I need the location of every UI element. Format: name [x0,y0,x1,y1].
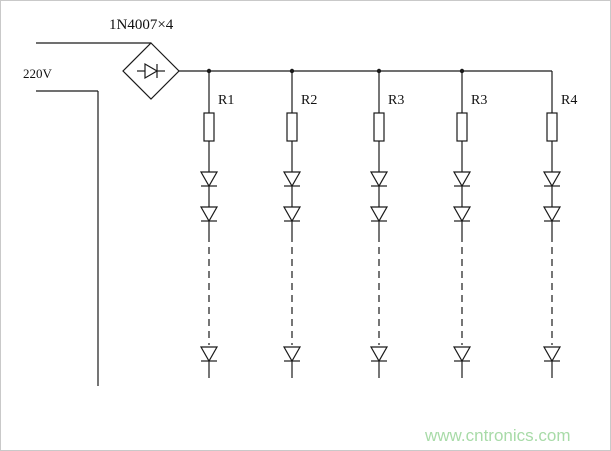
led-diode-icon [542,171,562,188]
ac-input: 220V [23,42,151,386]
resistor-label: R3 [471,93,487,108]
branch-r1: R1 [199,68,234,378]
branch-r2: R2 [282,68,317,378]
resistor [203,112,215,142]
watermark: www.cntronics.com [424,426,570,445]
led-diode-icon [452,206,472,223]
led-diode-icon [542,346,562,363]
resistor [546,112,558,142]
led-diode-icon [282,171,302,188]
led-diode-icon [199,346,219,363]
led-diode-icon [282,346,302,363]
bridge-label: 1N4007×4 [109,17,174,33]
branch-r3b: R3 [452,68,487,378]
led-diode-icon [199,206,219,223]
voltage-label: 220V [23,66,53,81]
led-diode-icon [369,346,389,363]
resistor [373,112,385,142]
resistor-label: R4 [561,93,577,108]
led-diode-icon [542,206,562,223]
resistor-label: R1 [218,93,234,108]
led-diode-icon [452,171,472,188]
resistor [456,112,468,142]
led-diode-icon [369,206,389,223]
resistor-label: R2 [301,93,317,108]
resistor-label: R3 [388,93,404,108]
led-diode-icon [282,206,302,223]
led-diode-icon [199,171,219,188]
diode-icon [137,62,165,80]
branch-r3: R3 [369,68,404,378]
branch-r4: R4 [542,71,577,378]
led-diode-icon [369,171,389,188]
led-diode-icon [452,346,472,363]
resistor [286,112,298,142]
bridge-rectifier: 1N4007×4 [109,17,180,100]
